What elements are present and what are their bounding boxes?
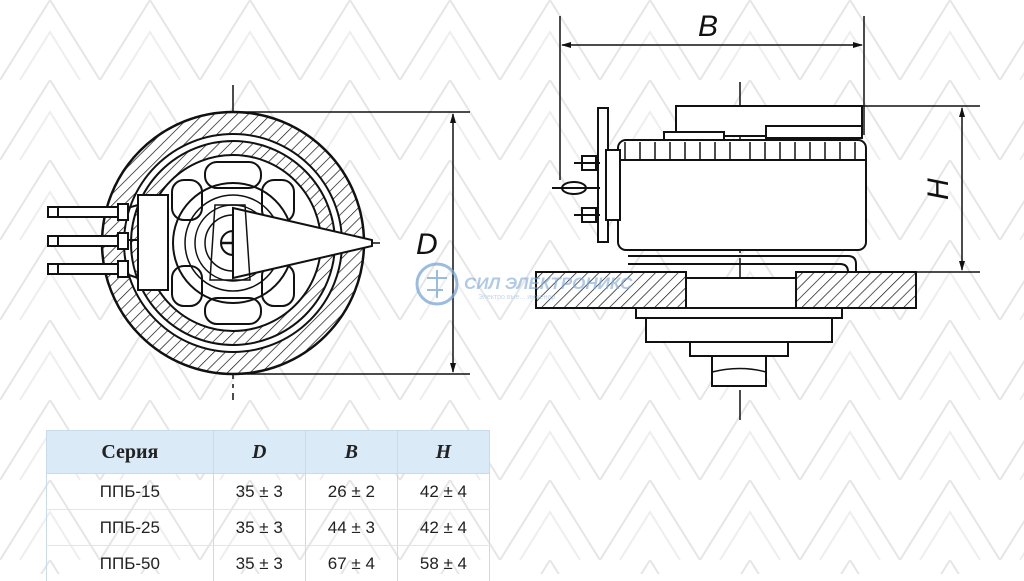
cell-b: 44 ± 3 [305, 510, 397, 546]
cell-h: 42 ± 4 [397, 474, 489, 510]
cell-series: ППБ-25 [47, 510, 214, 546]
table-row: ППБ-15 35 ± 3 26 ± 2 42 ± 4 [47, 474, 490, 510]
cell-d: 35 ± 3 [213, 546, 305, 581]
watermark-brand: СИЛ ЭЛЕКТРОНИКС [464, 274, 633, 293]
cell-series: ППБ-15 [47, 474, 214, 510]
table-row: ППБ-50 35 ± 3 67 ± 4 58 ± 4 [47, 546, 490, 581]
dimension-label-b: B [698, 10, 718, 43]
dimension-label-h: H [922, 178, 955, 200]
watermark-subtitle: Электро вые... инженер [478, 294, 555, 301]
header-series: Серия [47, 431, 214, 474]
cell-series: ППБ-50 [47, 546, 214, 581]
cell-d: 35 ± 3 [213, 510, 305, 546]
table-header-row: Серия D B H [47, 431, 490, 474]
cell-b: 67 ± 4 [305, 546, 397, 581]
dimension-label-d: D [416, 228, 438, 261]
header-b: B [305, 431, 397, 474]
cell-h: 58 ± 4 [397, 546, 489, 581]
front-view [48, 85, 470, 400]
side-view [536, 16, 980, 425]
table-row: ППБ-25 35 ± 3 44 ± 3 42 ± 4 [47, 510, 490, 546]
cell-b: 26 ± 2 [305, 474, 397, 510]
cell-d: 35 ± 3 [213, 474, 305, 510]
header-d: D [213, 431, 305, 474]
specification-table: Серия D B H ППБ-15 35 ± 3 26 ± 2 42 ± 4 … [46, 430, 490, 581]
header-h: H [397, 431, 489, 474]
cell-h: 42 ± 4 [397, 510, 489, 546]
